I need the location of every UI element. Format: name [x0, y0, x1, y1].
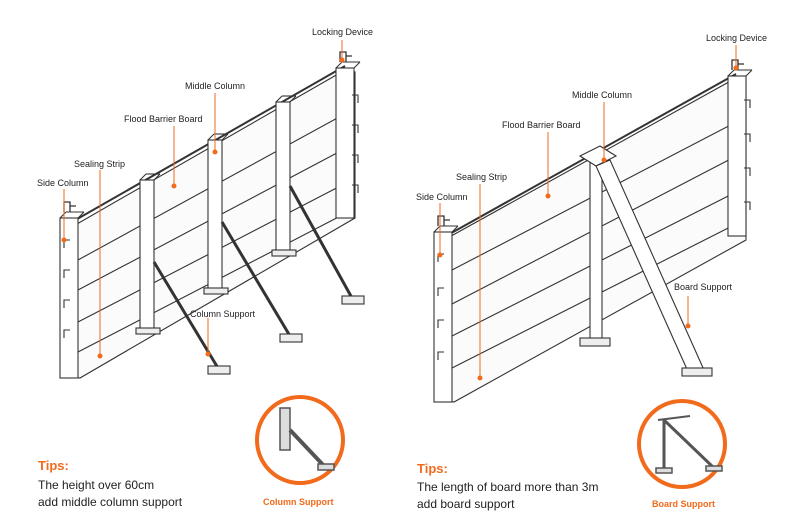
right-sealing-strip-label: Sealing Strip: [456, 172, 508, 182]
left-side-column-label: Side Column: [37, 178, 89, 188]
right-middle-column-label: Middle Column: [572, 90, 633, 100]
right-side-column-label: Side Column: [416, 192, 468, 202]
left-flood-barrier-board-label: Flood Barrier Board: [124, 114, 203, 124]
left-column-support-label: Column Support: [190, 309, 256, 319]
board-support-badge-icon: [637, 399, 727, 489]
right-locking-device-label: Locking Device: [706, 33, 768, 43]
left-tips-line-2: add middle column support: [38, 495, 183, 509]
board-support-caption: Board Support: [652, 499, 715, 509]
column-support-badge-icon: [255, 395, 345, 485]
right-tips-title: Tips:: [417, 461, 448, 476]
left-tips-line-1: The height over 60cm: [38, 478, 155, 492]
right-leaders: [437, 45, 739, 381]
column-support-caption: Column Support: [263, 497, 334, 507]
left-tips-title: Tips:: [38, 458, 69, 473]
right-tips-line-1: The length of board more than 3m: [417, 480, 599, 494]
left-middle-column-label: Middle Column: [185, 81, 246, 91]
left-barrier: [59, 51, 365, 379]
right-flood-barrier-board-label: Flood Barrier Board: [502, 120, 581, 130]
left-locking-device-label: Locking Device: [312, 27, 374, 37]
right-tips-line-2: add board support: [417, 497, 515, 511]
right-board-support-label: Board Support: [674, 282, 733, 292]
left-leaders: [61, 40, 345, 359]
left-sealing-strip-label: Sealing Strip: [74, 159, 126, 169]
right-barrier: [433, 59, 753, 403]
